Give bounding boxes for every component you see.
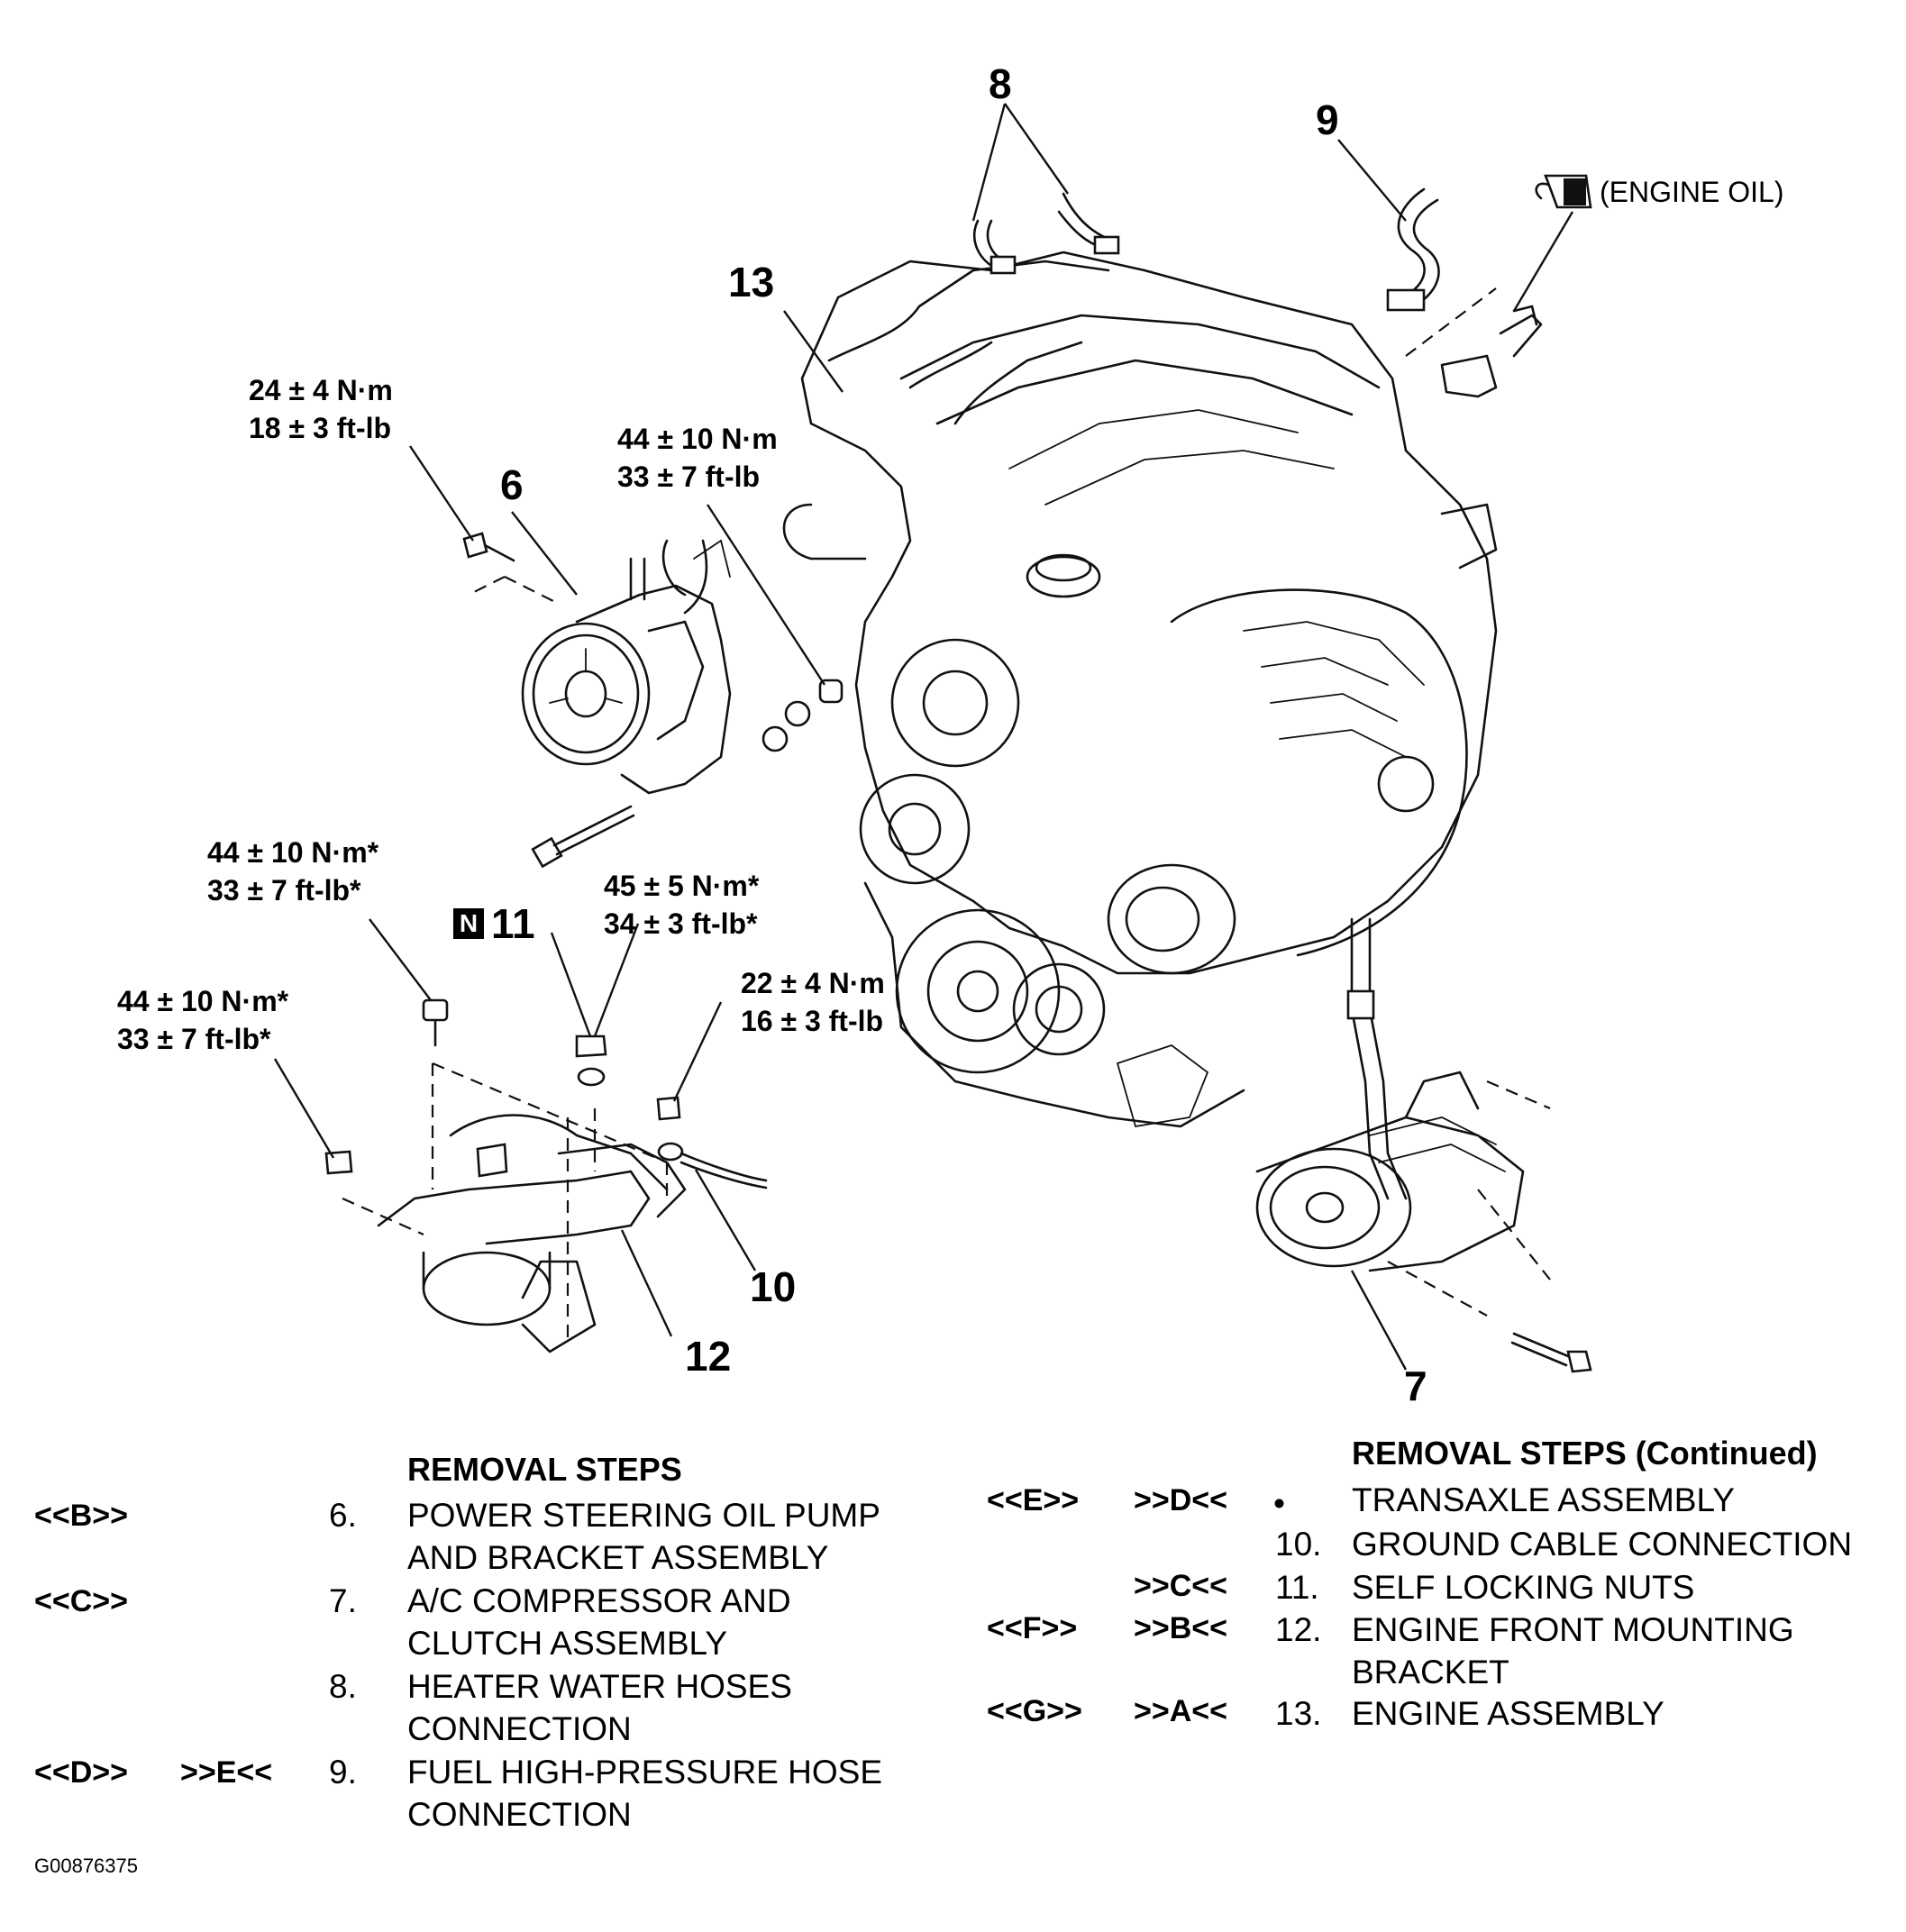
step-8-line1: HEATER WATER HOSES [407, 1668, 792, 1705]
step-transaxle-line1: TRANSAXLE ASSEMBLY [1352, 1481, 1735, 1518]
step-9-ref2: >>E<< [180, 1755, 273, 1790]
step-6-line2: AND BRACKET ASSEMBLY [407, 1539, 829, 1576]
removal-steps-title: REMOVAL STEPS [407, 1451, 682, 1488]
torque-spec-1-imperial: 18 ± 3 ft-lb [249, 412, 392, 444]
ac-compressor-drawing [1255, 1071, 1592, 1373]
callout-11: 11 [491, 900, 535, 947]
step-13-number: 13. [1275, 1695, 1322, 1732]
step-9-line2: CONNECTION [407, 1796, 632, 1833]
step-12-ref2: >>B<< [1134, 1611, 1227, 1645]
step-transaxle-bullet: • [1273, 1485, 1285, 1522]
heater-water-hoses-drawing [972, 192, 1120, 275]
torque-spec-6-metric: 44 ± 10 N·m* [117, 985, 289, 1017]
torque-spec-6-imperial: 33 ± 7 ft-lb* [117, 1023, 271, 1055]
step-11-number: 11. [1275, 1569, 1319, 1606]
step-10-number: 10. [1275, 1526, 1322, 1563]
step-12-line2: BRACKET [1352, 1654, 1509, 1690]
torque-spec-6: 44 ± 10 N·m* 33 ± 7 ft-lb* [117, 982, 288, 1058]
step-6-ref1: <<B>> [34, 1499, 128, 1533]
torque-spec-3-imperial: 33 ± 7 ft-lb* [207, 874, 361, 907]
step-transaxle-ref1: <<E>> [987, 1483, 1080, 1517]
callout-12: 12 [685, 1333, 732, 1380]
figure-id: G00876375 [34, 1855, 138, 1877]
step-7-line1: A/C COMPRESSOR AND [407, 1582, 791, 1619]
step-11-ref2: >>C<< [1134, 1569, 1227, 1603]
torque-spec-4: 45 ± 5 N·m* 34 ± 3 ft-lb* [604, 867, 759, 943]
leader-lines [273, 103, 1574, 1371]
step-11-line1: SELF LOCKING NUTS [1352, 1569, 1695, 1606]
step-9-ref1: <<D>> [34, 1755, 128, 1790]
torque-spec-5: 22 ± 4 N·m 16 ± 3 ft-lb [741, 964, 885, 1040]
step-transaxle-ref2: >>D<< [1134, 1483, 1227, 1517]
torque-spec-2-metric: 44 ± 10 N·m [617, 423, 778, 455]
callout-10: 10 [750, 1263, 797, 1310]
torque-spec-4-imperial: 34 ± 3 ft-lb* [604, 907, 758, 940]
callout-13: 13 [728, 259, 775, 305]
step-7-line2: CLUTCH ASSEMBLY [407, 1625, 728, 1662]
torque-spec-3: 44 ± 10 N·m* 33 ± 7 ft-lb* [207, 834, 378, 909]
callout-6: 6 [500, 461, 524, 508]
torque-spec-2: 44 ± 10 N·m 33 ± 7 ft-lb [617, 420, 778, 496]
step-9-line1: FUEL HIGH-PRESSURE HOSE [407, 1754, 882, 1791]
torque-spec-2-imperial: 33 ± 7 ft-lb [617, 460, 761, 493]
torque-spec-5-imperial: 16 ± 3 ft-lb [741, 1005, 884, 1037]
step-7-ref1: <<C>> [34, 1584, 128, 1618]
step-12-line1: ENGINE FRONT MOUNTING [1352, 1611, 1794, 1648]
engine-oil-can-icon [1535, 174, 1592, 209]
step-7-number: 7. [329, 1582, 357, 1619]
callout-9: 9 [1316, 96, 1339, 143]
step-6-number: 6. [329, 1497, 357, 1534]
power-steering-pump-drawing [462, 532, 844, 869]
callout-7: 7 [1404, 1362, 1427, 1409]
step-13-line1: ENGINE ASSEMBLY [1352, 1695, 1664, 1732]
callout-8: 8 [989, 60, 1012, 107]
step-10-line1: GROUND CABLE CONNECTION [1352, 1526, 1853, 1563]
removal-steps-continued-title: REMOVAL STEPS (Continued) [1352, 1435, 1818, 1472]
step-13-ref2: >>A<< [1134, 1694, 1227, 1728]
step-6-line1: POWER STEERING OIL PUMP [407, 1497, 880, 1534]
engine-oil-label: (ENGINE OIL) [1600, 176, 1784, 208]
step-12-number: 12. [1275, 1611, 1322, 1648]
torque-spec-5-metric: 22 ± 4 N·m [741, 967, 885, 999]
n-badge-icon: N [453, 908, 484, 939]
step-8-line2: CONNECTION [407, 1710, 632, 1747]
torque-spec-3-metric: 44 ± 10 N·m* [207, 836, 379, 869]
torque-spec-1: 24 ± 4 N·m 18 ± 3 ft-lb [249, 371, 393, 447]
torque-spec-4-metric: 45 ± 5 N·m* [604, 870, 760, 902]
torque-spec-1-metric: 24 ± 4 N·m [249, 374, 393, 406]
engine-assembly-drawing [782, 251, 1498, 1200]
step-13-ref1: <<G>> [987, 1694, 1082, 1728]
step-8-number: 8. [329, 1668, 357, 1705]
engine-mount-bracket-drawing [324, 998, 768, 1353]
fuel-hose-drawing [1386, 187, 1543, 398]
step-12-ref1: <<F>> [987, 1611, 1078, 1645]
step-9-number: 9. [329, 1754, 357, 1791]
